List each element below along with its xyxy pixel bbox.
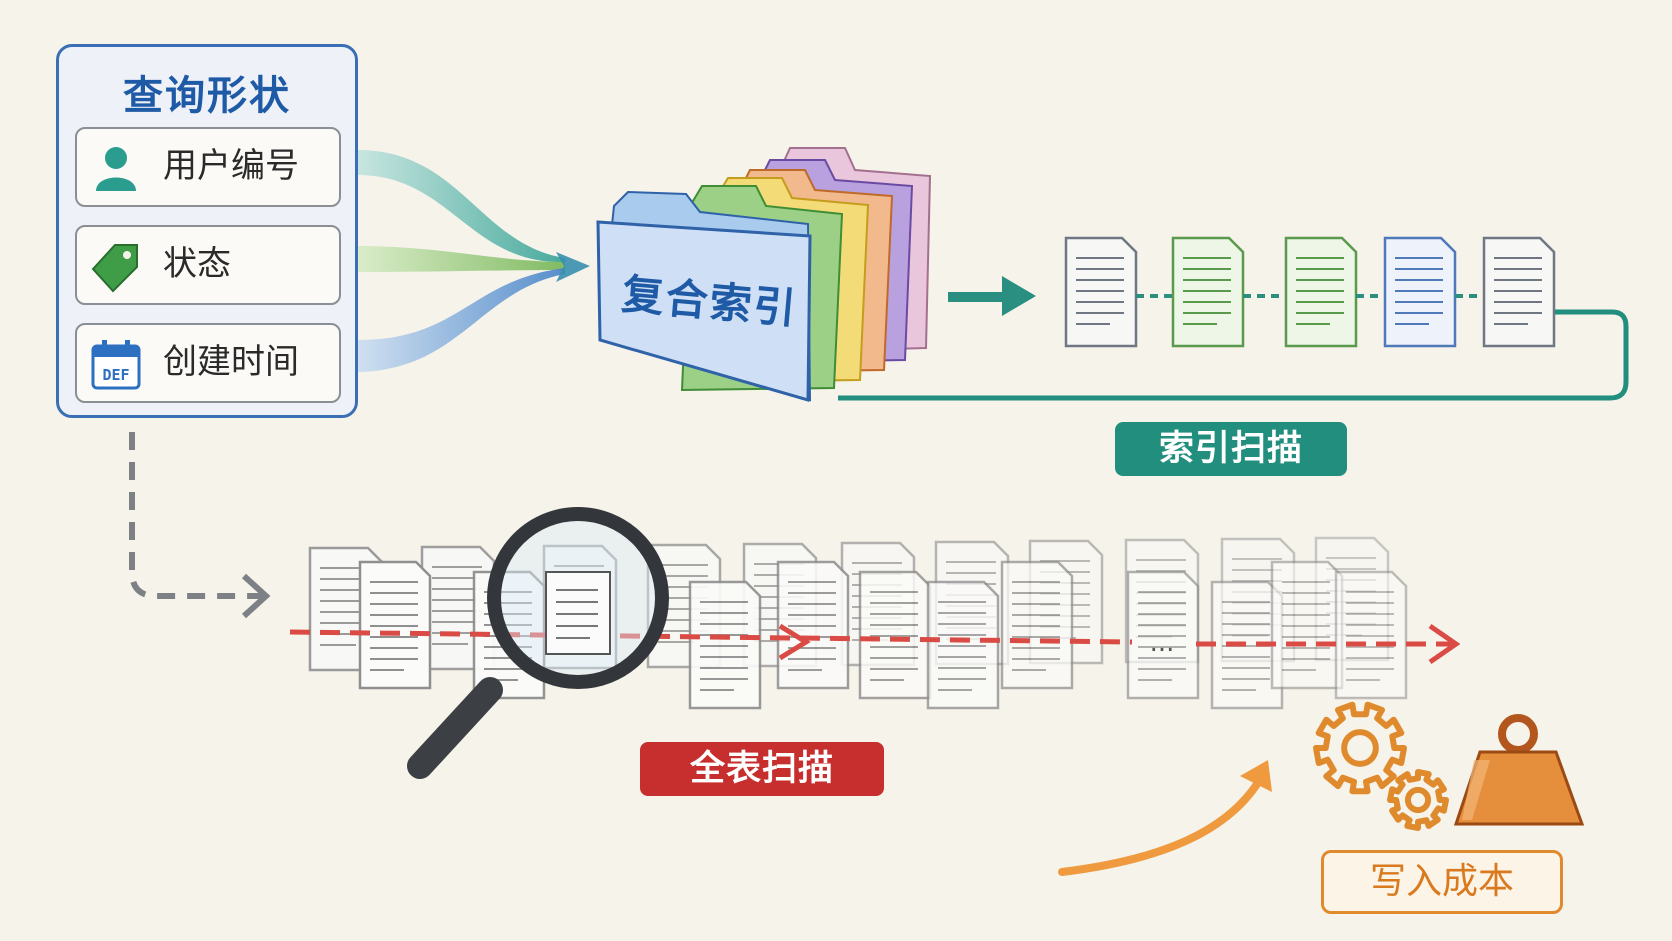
write-cost-label: 写入成本 [1321, 850, 1563, 914]
full-scan-arrow-head [1428, 623, 1461, 665]
field-label: 用户编号 [163, 146, 299, 186]
query-shape-box: 查询形状 用户编号 状态 DEF 创建时间 [56, 44, 358, 418]
field-status: 状态 [75, 225, 341, 305]
calendar-icon: DEF [91, 340, 141, 390]
index-arrow [948, 276, 1036, 316]
index-page [1383, 236, 1457, 348]
gears-icon [1313, 701, 1449, 831]
field-user-id: 用户编号 [75, 127, 341, 207]
table-page [1334, 570, 1408, 700]
full-scan-badge: 全表扫描 [640, 742, 884, 796]
index-page [1064, 236, 1138, 348]
table-page [776, 560, 850, 690]
table-page [1270, 560, 1344, 690]
cost-arrow [1058, 772, 1266, 876]
dashed-arrow-head [241, 573, 271, 619]
table-page [688, 580, 762, 710]
query-shape-title: 查询形状 [123, 73, 291, 119]
cost-arrow-head [1240, 760, 1272, 792]
magnifier-icon [407, 507, 669, 779]
index-scan-path [838, 309, 1629, 401]
full-table-pages [308, 536, 1408, 710]
table-page [358, 560, 432, 690]
index-scan-badge: 索引扫描 [1115, 422, 1347, 476]
field-label: 创建时间 [163, 342, 299, 382]
query-to-fullscan-path [129, 432, 266, 599]
full-scan-ellipsis: ... [1150, 628, 1175, 658]
full-scan-mid-arrow [778, 623, 811, 661]
flow-ribbons [358, 150, 590, 372]
full-scan-path [289, 629, 1133, 645]
svg-text:DEF: DEF [102, 366, 129, 384]
tag-icon [91, 244, 138, 293]
index-page [1482, 236, 1556, 348]
index-page [1171, 236, 1245, 348]
field-label: 状态 [163, 244, 231, 284]
composite-index-folders [596, 147, 932, 402]
user-icon [96, 147, 136, 191]
index-pages [1064, 236, 1556, 348]
index-page [1284, 236, 1358, 348]
table-page [926, 580, 1000, 710]
field-created-time: DEF 创建时间 [75, 323, 341, 403]
table-page [1000, 560, 1074, 690]
table-page [858, 570, 932, 700]
weight-icon [1453, 714, 1585, 826]
